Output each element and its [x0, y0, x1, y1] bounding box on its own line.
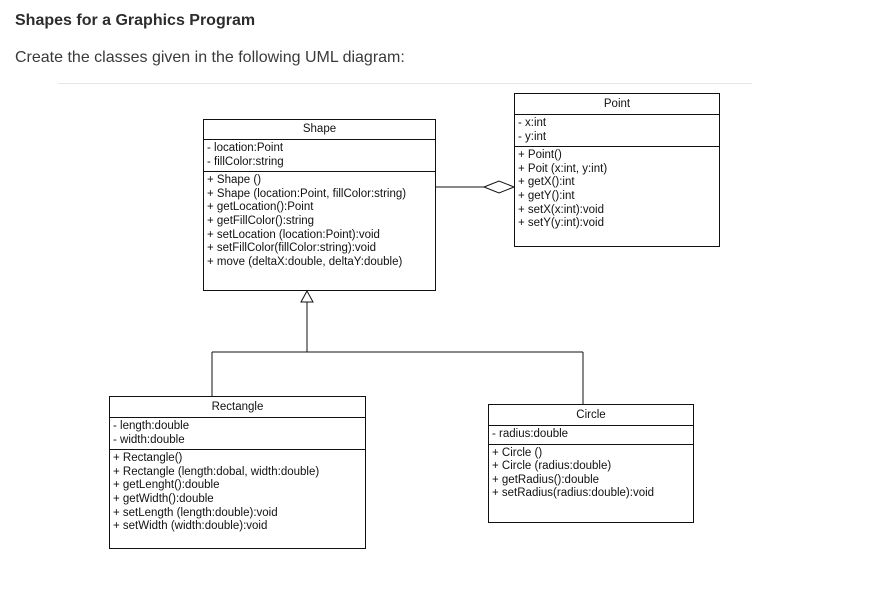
methods-section: + Shape () + Shape (location:Point, fill…	[204, 172, 435, 271]
method: + setLocation (location:Point):void	[207, 228, 380, 241]
method: + setX(x:int):void	[518, 203, 604, 216]
class-circle: Circle - radius:double + Circle () + Cir…	[488, 404, 694, 523]
divider	[58, 83, 752, 84]
page-title: Shapes for a Graphics Program	[15, 12, 256, 29]
methods-section: + Rectangle() + Rectangle (length:dobal,…	[110, 450, 365, 536]
attribute: - width:double	[113, 433, 185, 446]
method: + setFillColor(fillColor:string):void	[207, 242, 377, 255]
attribute: - fillColor:string	[207, 155, 284, 168]
method: + getRadius():double	[492, 473, 600, 486]
method: + getLenght():double	[113, 479, 220, 492]
method: + getFillColor():string	[207, 214, 315, 227]
class-rectangle: Rectangle - length:double - width:double…	[109, 396, 366, 549]
method: + Circle ()	[492, 446, 543, 459]
method: + setLength (length:double):void	[113, 506, 278, 519]
method: + getLocation():Point	[207, 201, 314, 214]
method: + getWidth():double	[113, 492, 214, 505]
method: + Rectangle()	[113, 452, 183, 465]
method: + Shape (location:Point, fillColor:strin…	[207, 187, 407, 200]
attributes-section: - location:Point - fillColor:string	[204, 140, 435, 173]
method: + getY():int	[518, 189, 575, 202]
method: + Shape ()	[207, 174, 262, 187]
attributes-section: - x:int - y:int	[515, 115, 719, 148]
aggregation-diamond	[482, 180, 516, 194]
attribute: - y:int	[518, 130, 547, 143]
attributes-section: - length:double - width:double	[110, 418, 365, 451]
method: + setY(y:int):void	[518, 217, 604, 230]
class-name: Rectangle	[110, 397, 365, 418]
method: + move (deltaX:double, deltaY:double)	[207, 255, 403, 268]
inheritance-arrowhead	[300, 289, 314, 303]
attributes-section: - radius:double	[489, 426, 693, 445]
instruction-text: Create the classes given in the followin…	[15, 49, 405, 66]
methods-section: + Point() + Poit (x:int, y:int) + getX()…	[515, 147, 719, 233]
class-shape: Shape - location:Point - fillColor:strin…	[203, 119, 436, 291]
method: + setWidth (width:double):void	[113, 520, 268, 533]
method: + Point()	[518, 149, 562, 162]
method: + Poit (x:int, y:int)	[518, 162, 608, 175]
methods-section: + Circle () + Circle (radius:double) + g…	[489, 445, 693, 503]
method: + Circle (radius:double)	[492, 460, 612, 473]
attribute: - length:double	[113, 420, 190, 432]
class-point: Point - x:int - y:int + Point() + Poit (…	[514, 93, 720, 247]
method: + Rectangle (length:dobal, width:double)	[113, 465, 320, 478]
method: + getX():int	[518, 176, 575, 189]
attribute: - location:Point	[207, 142, 284, 154]
attribute: - x:int	[518, 117, 547, 129]
class-name: Shape	[204, 120, 435, 140]
method: + setRadius(radius:double):void	[492, 487, 655, 500]
class-name: Circle	[489, 405, 693, 426]
class-name: Point	[515, 94, 719, 115]
attribute: - radius:double	[492, 428, 569, 440]
